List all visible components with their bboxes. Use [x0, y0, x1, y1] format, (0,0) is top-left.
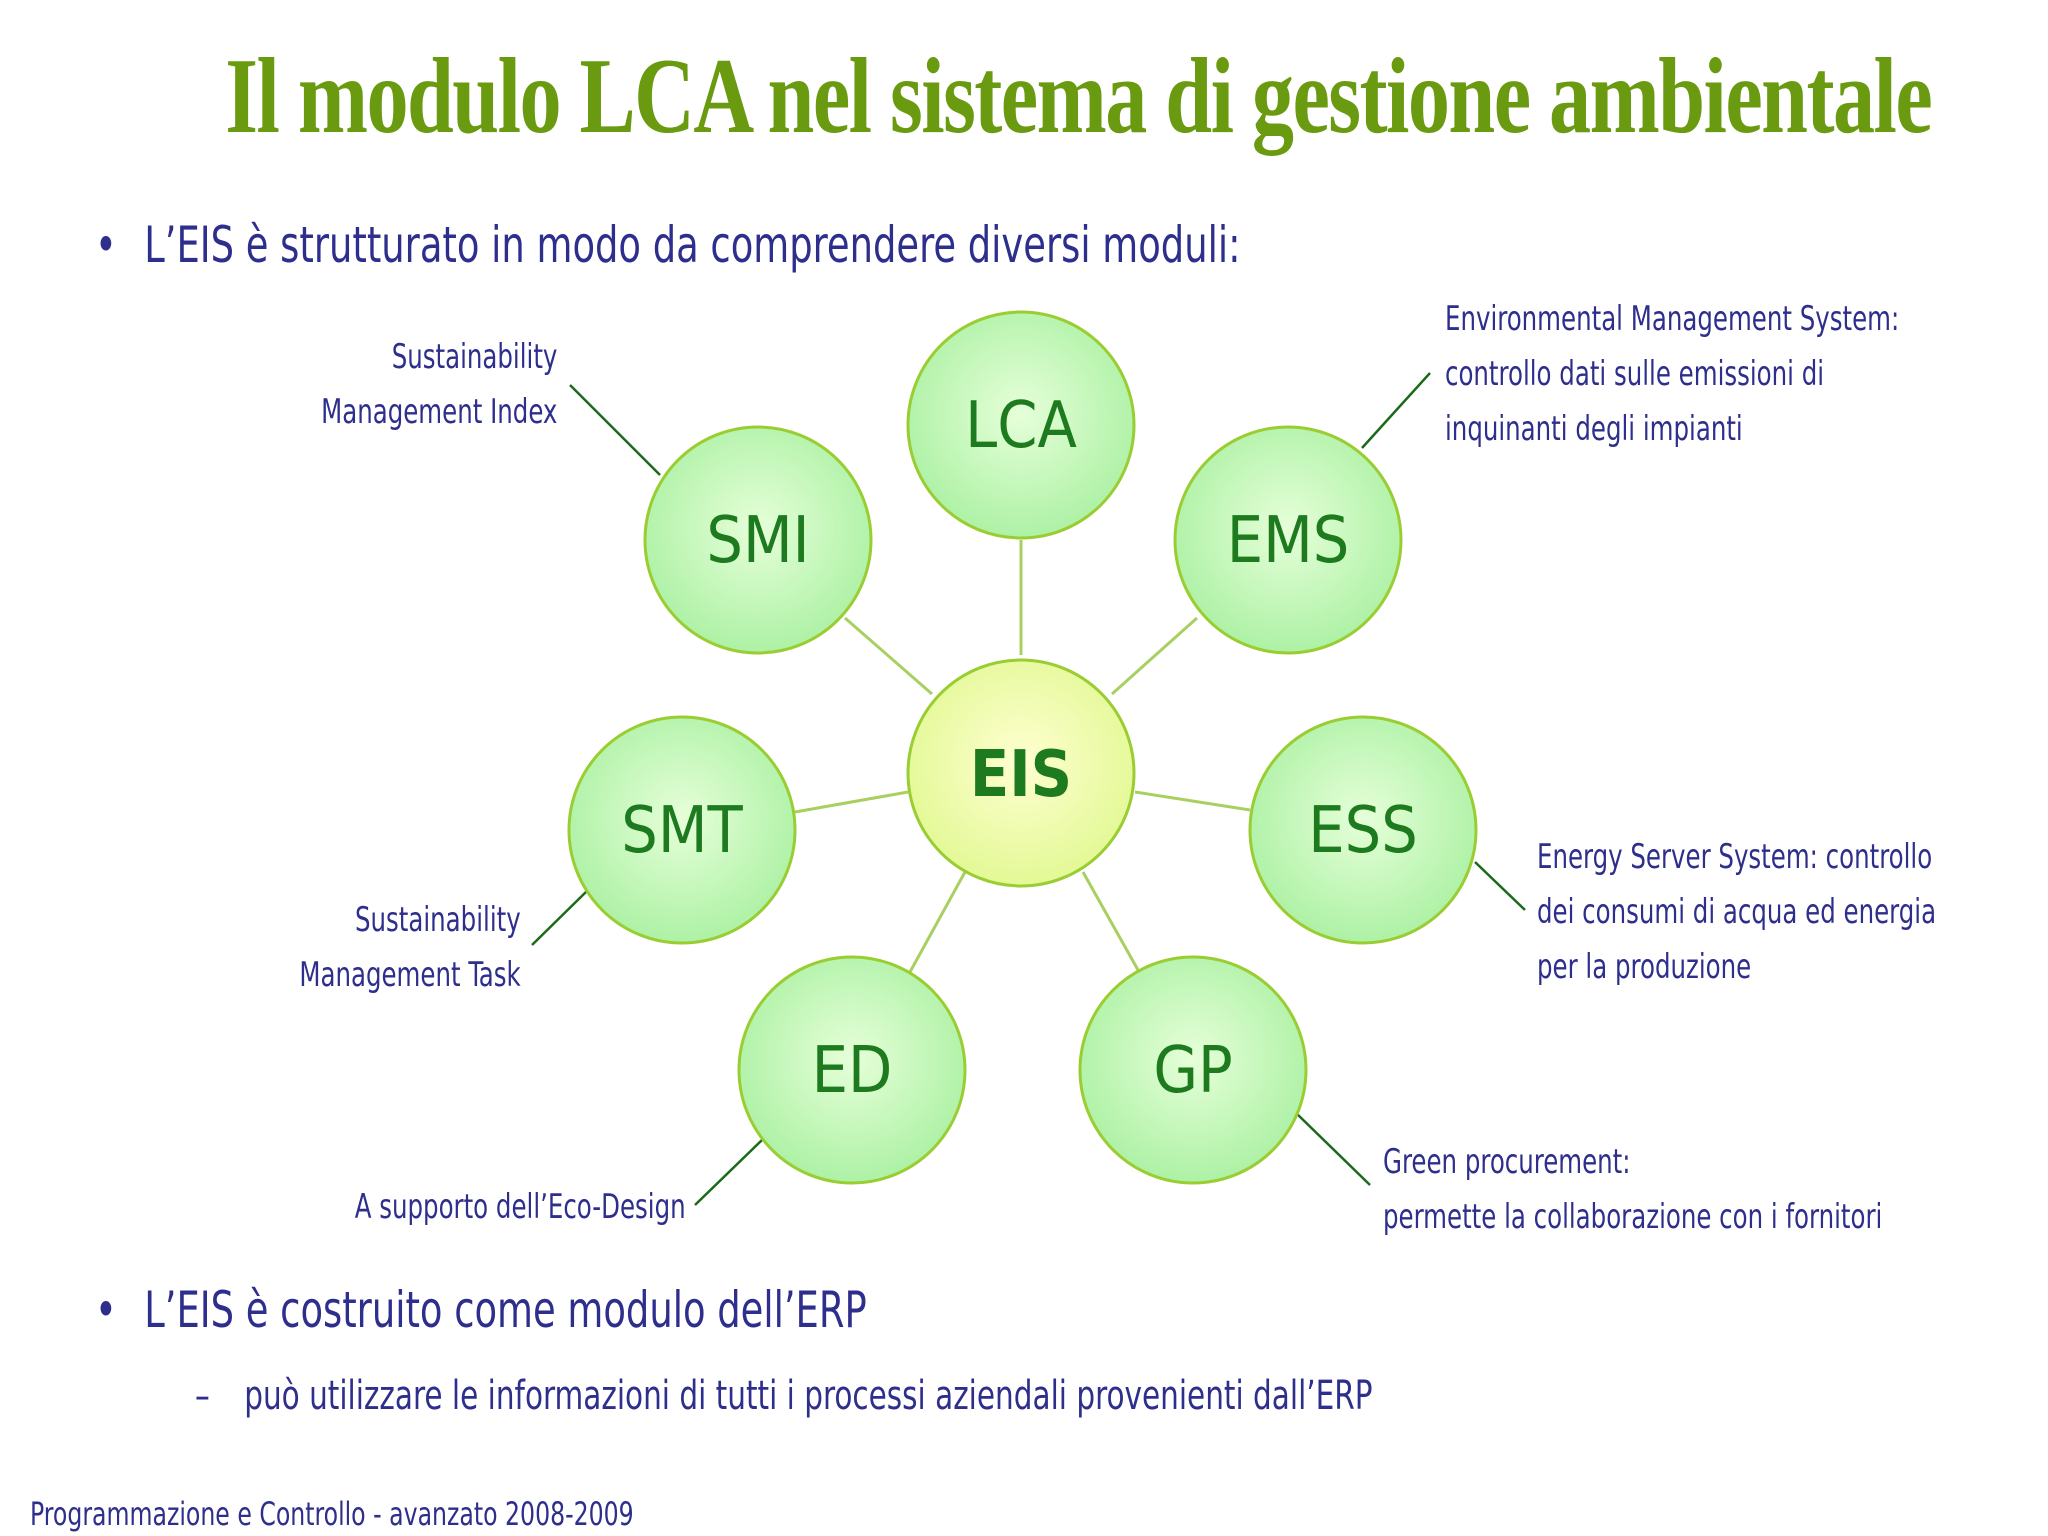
leader-lines — [531, 372, 1526, 1206]
desc-ems-line3: inquinanti degli impianti — [1445, 409, 1743, 449]
dash-symbol: – — [195, 1373, 210, 1419]
desc-gp-line2: permette la collaborazione con i fornito… — [1383, 1197, 1883, 1237]
node-gp-label: GP — [1153, 1034, 1232, 1108]
bullet-eis-structure: • L’EIS è strutturato in modo da comprend… — [95, 215, 1241, 275]
desc-gp-line1: Green procurement: — [1383, 1142, 1631, 1182]
footer-course-label: Programmazione e Controllo - avanzato 20… — [30, 1495, 634, 1533]
desc-ed-line1: A supporto dell’Eco-Design — [355, 1187, 686, 1227]
desc-ess-line1: Energy Server System: controllo — [1537, 837, 1933, 877]
node-ess: ESS — [1248, 715, 1478, 945]
node-smt: SMT — [567, 715, 797, 945]
node-eis-label: EIS — [970, 738, 1072, 812]
desc-ed: A supporto dell’Eco-Design — [355, 1180, 686, 1235]
node-eis-circle — [906, 658, 1136, 888]
desc-ems: Environmental Management System: control… — [1445, 292, 1899, 457]
desc-ems-line1: Environmental Management System: — [1445, 299, 1900, 339]
node-ems-circle — [1173, 425, 1403, 655]
desc-ems-line2: controllo dati sulle emissioni di — [1445, 354, 1825, 394]
desc-smt-line1: Sustainability — [355, 900, 521, 940]
leader-ess — [1474, 861, 1526, 911]
desc-ess-line2: dei consumi di acqua ed energia — [1537, 892, 1937, 932]
sub-bullet-erp-info: –può utilizzare le informazioni di tutti… — [195, 1372, 1373, 1420]
sub-bullet-text: può utilizzare le informazioni di tutti … — [244, 1373, 1373, 1419]
desc-ess-line3: per la produzione — [1537, 947, 1752, 987]
leader-smt — [531, 889, 589, 946]
desc-ess: Energy Server System: controllo dei cons… — [1537, 830, 1936, 995]
connector-ed — [908, 871, 967, 973]
desc-smt: Sustainability Management Task — [300, 893, 521, 1003]
desc-smi: Sustainability Management Index — [321, 330, 557, 440]
node-ems: EMS — [1173, 425, 1403, 655]
bullet-text: L’EIS è strutturato in modo da comprende… — [144, 216, 1241, 274]
node-ems-label: EMS — [1227, 504, 1350, 578]
connector-smt — [794, 790, 909, 814]
node-gp: GP — [1078, 955, 1308, 1185]
bullet-text: L’EIS è costruito come modulo dell’ERP — [144, 1281, 867, 1339]
node-lca-label: LCA — [965, 389, 1077, 463]
slide-title: Il modulo LCA nel sistema di gestione am… — [225, 37, 1932, 156]
desc-gp: Green procurement: permette la collabora… — [1383, 1135, 1882, 1245]
node-smi-circle — [643, 425, 873, 655]
node-ess-label: ESS — [1308, 794, 1418, 868]
desc-smt-line2: Management Task — [299, 955, 521, 995]
connector-lines — [794, 540, 1251, 973]
node-smt-circle — [567, 715, 797, 945]
node-smt-label: SMT — [621, 794, 743, 868]
connector-gp — [1081, 871, 1140, 971]
node-smi-label: SMI — [706, 504, 809, 578]
connector-smi — [844, 616, 933, 696]
node-eis-hub: EIS — [906, 658, 1136, 888]
leader-gp — [1294, 1111, 1371, 1186]
node-ess-circle — [1248, 715, 1478, 945]
node-lca: LCA — [906, 310, 1136, 540]
leader-ed — [694, 1139, 763, 1206]
desc-smi-line1: Sustainability — [391, 337, 557, 377]
node-ed: ED — [737, 955, 967, 1185]
node-ed-circle — [737, 955, 967, 1185]
module-nodes: LCA EMS ESS GP ED SMT SMI — [567, 310, 1478, 1185]
bullet-symbol: • — [95, 1281, 117, 1339]
node-ed-label: ED — [812, 1034, 893, 1108]
node-smi: SMI — [643, 425, 873, 655]
leader-smi — [569, 384, 661, 476]
bullet-eis-erp: • L’EIS è costruito come modulo dell’ERP — [95, 1280, 867, 1340]
connector-ess — [1134, 790, 1251, 812]
bullet-symbol: • — [95, 216, 117, 274]
desc-smi-line2: Management Index — [320, 392, 557, 432]
leader-ems — [1361, 372, 1431, 449]
node-gp-circle — [1078, 955, 1308, 1185]
node-lca-circle — [906, 310, 1136, 540]
connector-ems — [1111, 616, 1198, 696]
